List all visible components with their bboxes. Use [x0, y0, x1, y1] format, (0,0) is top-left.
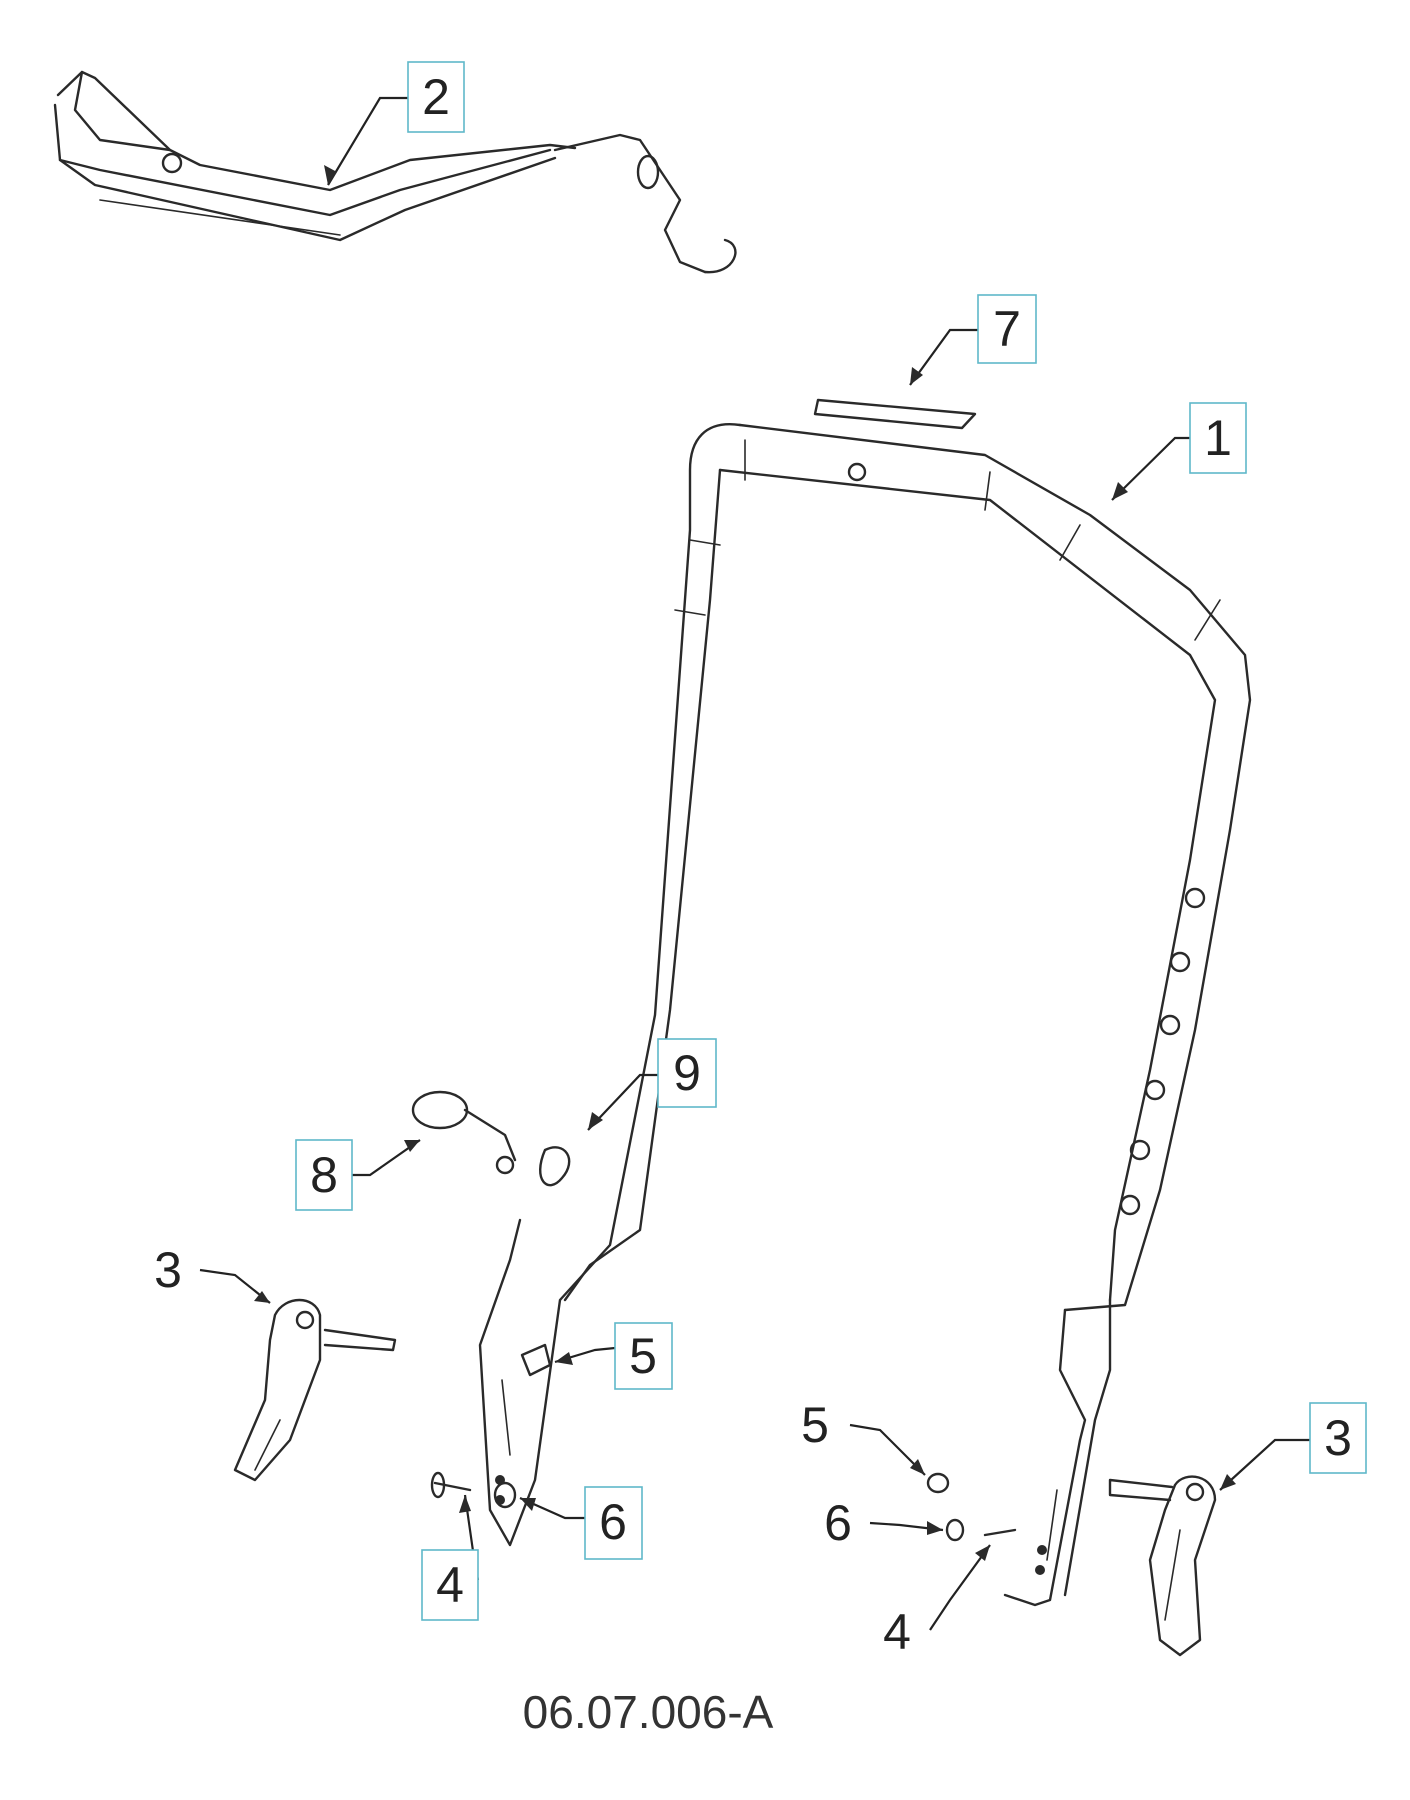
leader-7	[909, 328, 978, 386]
leader-8	[352, 1139, 421, 1177]
leader-2	[327, 96, 408, 186]
callout-6-boxed: 6	[584, 1486, 643, 1560]
decal-strip-part	[813, 398, 977, 430]
callout-8-label: 8	[310, 1147, 338, 1203]
cable-clip-part	[539, 1146, 571, 1187]
callout-2: 2	[407, 61, 465, 133]
callout-3-left: 3	[154, 1242, 182, 1298]
callout-5-plain: 5	[801, 1397, 829, 1453]
callout-4-plain: 4	[883, 1604, 911, 1660]
main-handle-frame-part	[478, 423, 1252, 1607]
cable-loop-part	[411, 1090, 517, 1162]
callout-8: 8	[295, 1139, 353, 1211]
callout-6-plain: 6	[824, 1495, 852, 1551]
callout-3-right-label: 3	[1324, 1410, 1352, 1466]
left-lever-part	[233, 1298, 397, 1482]
leader-1	[1111, 436, 1190, 501]
bolt-right-part	[983, 1528, 1017, 1537]
callout-7: 7	[977, 294, 1037, 364]
callout-1: 1	[1189, 402, 1247, 474]
callout-9-label: 9	[673, 1045, 701, 1101]
callout-4-boxed: 4	[421, 1549, 479, 1621]
leader-3-left	[199, 1268, 271, 1304]
drawing-code: 06.07.006-A	[523, 1686, 774, 1738]
callout-9: 9	[657, 1038, 717, 1108]
callout-2-label: 2	[422, 69, 450, 125]
right-lever-part	[1108, 1475, 1217, 1657]
callout-5-boxed-label: 5	[629, 1328, 657, 1384]
callout-4-boxed-label: 4	[436, 1557, 464, 1613]
callout-1-label: 1	[1204, 410, 1232, 466]
washer-left-part	[493, 1481, 517, 1509]
callout-3-right: 3	[1309, 1402, 1367, 1474]
leader-4-plain	[929, 1544, 991, 1631]
callout-5-boxed: 5	[614, 1322, 673, 1390]
upper-handle-bar-part	[53, 70, 737, 274]
callout-3-left-label: 3	[154, 1242, 182, 1298]
callout-4-plain-label: 4	[883, 1604, 911, 1660]
leader-5-plain	[849, 1423, 926, 1476]
callout-6-boxed-label: 6	[599, 1494, 627, 1550]
washer-right-part	[945, 1518, 965, 1542]
knob-right-part	[926, 1472, 950, 1494]
leader-lines	[199, 96, 1310, 1631]
callout-5-plain-label: 5	[801, 1397, 829, 1453]
knob-left-part	[520, 1343, 552, 1377]
leader-9	[587, 1073, 658, 1131]
callout-6-plain-label: 6	[824, 1495, 852, 1551]
callout-7-label: 7	[993, 301, 1021, 357]
leader-6-boxed	[519, 1496, 585, 1520]
bolt-left-part	[430, 1471, 472, 1499]
leader-3-right	[1219, 1438, 1310, 1491]
